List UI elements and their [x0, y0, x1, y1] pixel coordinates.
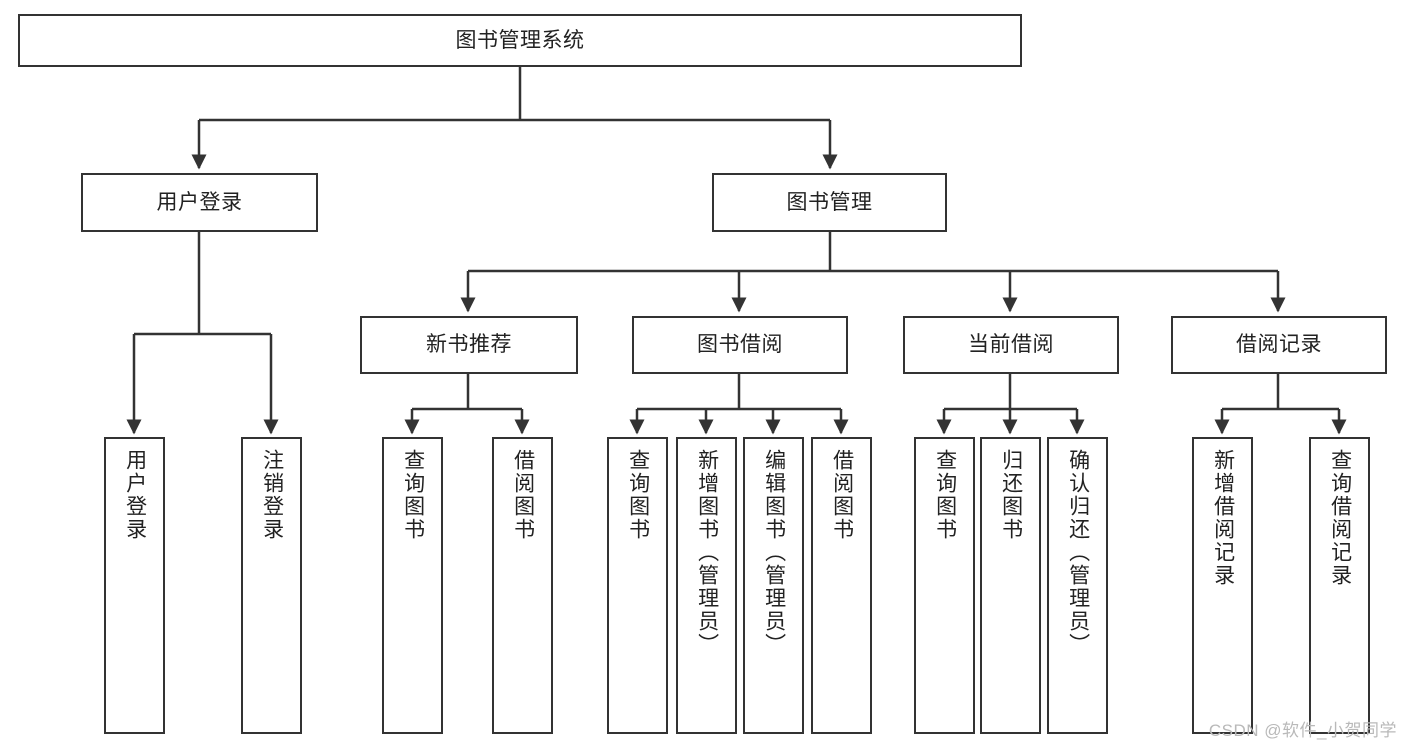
node-new-book-rec[interactable]: 新书推荐	[360, 316, 578, 374]
node-borrow-record-label: 借阅记录	[1236, 333, 1322, 357]
node-leaf-borrow-book-2[interactable]: 借阅图书	[811, 437, 872, 734]
watermark: CSDN @软件_小贺同学	[1208, 721, 1397, 740]
node-leaf-confirm-return-label: 确认归还（管理员）	[1066, 449, 1090, 656]
node-user-login-label: 用户登录	[156, 190, 243, 214]
node-leaf-borrow-book-1[interactable]: 借阅图书	[492, 437, 553, 734]
node-book-manage[interactable]: 图书管理	[712, 173, 947, 232]
node-leaf-query-book-2-label: 查询图书	[626, 449, 650, 541]
node-current-borrow-label: 当前借阅	[968, 333, 1054, 357]
node-leaf-query-book-1-label: 查询图书	[401, 449, 425, 541]
node-leaf-add-record-label: 新增借阅记录	[1211, 449, 1235, 587]
node-root[interactable]: 图书管理系统	[18, 14, 1022, 67]
node-current-borrow[interactable]: 当前借阅	[903, 316, 1119, 374]
node-book-borrow-label: 图书借阅	[697, 333, 783, 357]
node-leaf-return-book-label: 归还图书	[999, 449, 1023, 541]
node-leaf-query-book-3-label: 查询图书	[933, 449, 957, 541]
node-leaf-user-login-label: 用户登录	[123, 449, 147, 541]
node-borrow-record[interactable]: 借阅记录	[1171, 316, 1387, 374]
node-leaf-query-book-1[interactable]: 查询图书	[382, 437, 443, 734]
node-leaf-borrow-book-1-label: 借阅图书	[511, 449, 535, 541]
node-leaf-add-book[interactable]: 新增图书（管理员）	[676, 437, 737, 734]
node-root-label: 图书管理系统	[455, 28, 585, 52]
node-book-borrow[interactable]: 图书借阅	[632, 316, 848, 374]
node-leaf-add-record[interactable]: 新增借阅记录	[1192, 437, 1253, 734]
node-book-manage-label: 图书管理	[786, 190, 873, 214]
node-new-book-rec-label: 新书推荐	[426, 333, 512, 357]
node-leaf-return-book[interactable]: 归还图书	[980, 437, 1041, 734]
node-leaf-user-logout-label: 注销登录	[260, 449, 284, 541]
node-leaf-edit-book[interactable]: 编辑图书（管理员）	[743, 437, 804, 734]
node-leaf-add-book-label: 新增图书（管理员）	[695, 449, 719, 656]
node-leaf-query-book-3[interactable]: 查询图书	[914, 437, 975, 734]
node-leaf-query-book-2[interactable]: 查询图书	[607, 437, 668, 734]
node-leaf-query-record[interactable]: 查询借阅记录	[1309, 437, 1370, 734]
node-leaf-user-login[interactable]: 用户登录	[104, 437, 165, 734]
node-leaf-borrow-book-2-label: 借阅图书	[830, 449, 854, 541]
node-user-login[interactable]: 用户登录	[81, 173, 318, 232]
node-leaf-query-record-label: 查询借阅记录	[1328, 449, 1352, 587]
node-leaf-user-logout[interactable]: 注销登录	[241, 437, 302, 734]
node-leaf-edit-book-label: 编辑图书（管理员）	[762, 449, 786, 656]
node-leaf-confirm-return[interactable]: 确认归还（管理员）	[1047, 437, 1108, 734]
